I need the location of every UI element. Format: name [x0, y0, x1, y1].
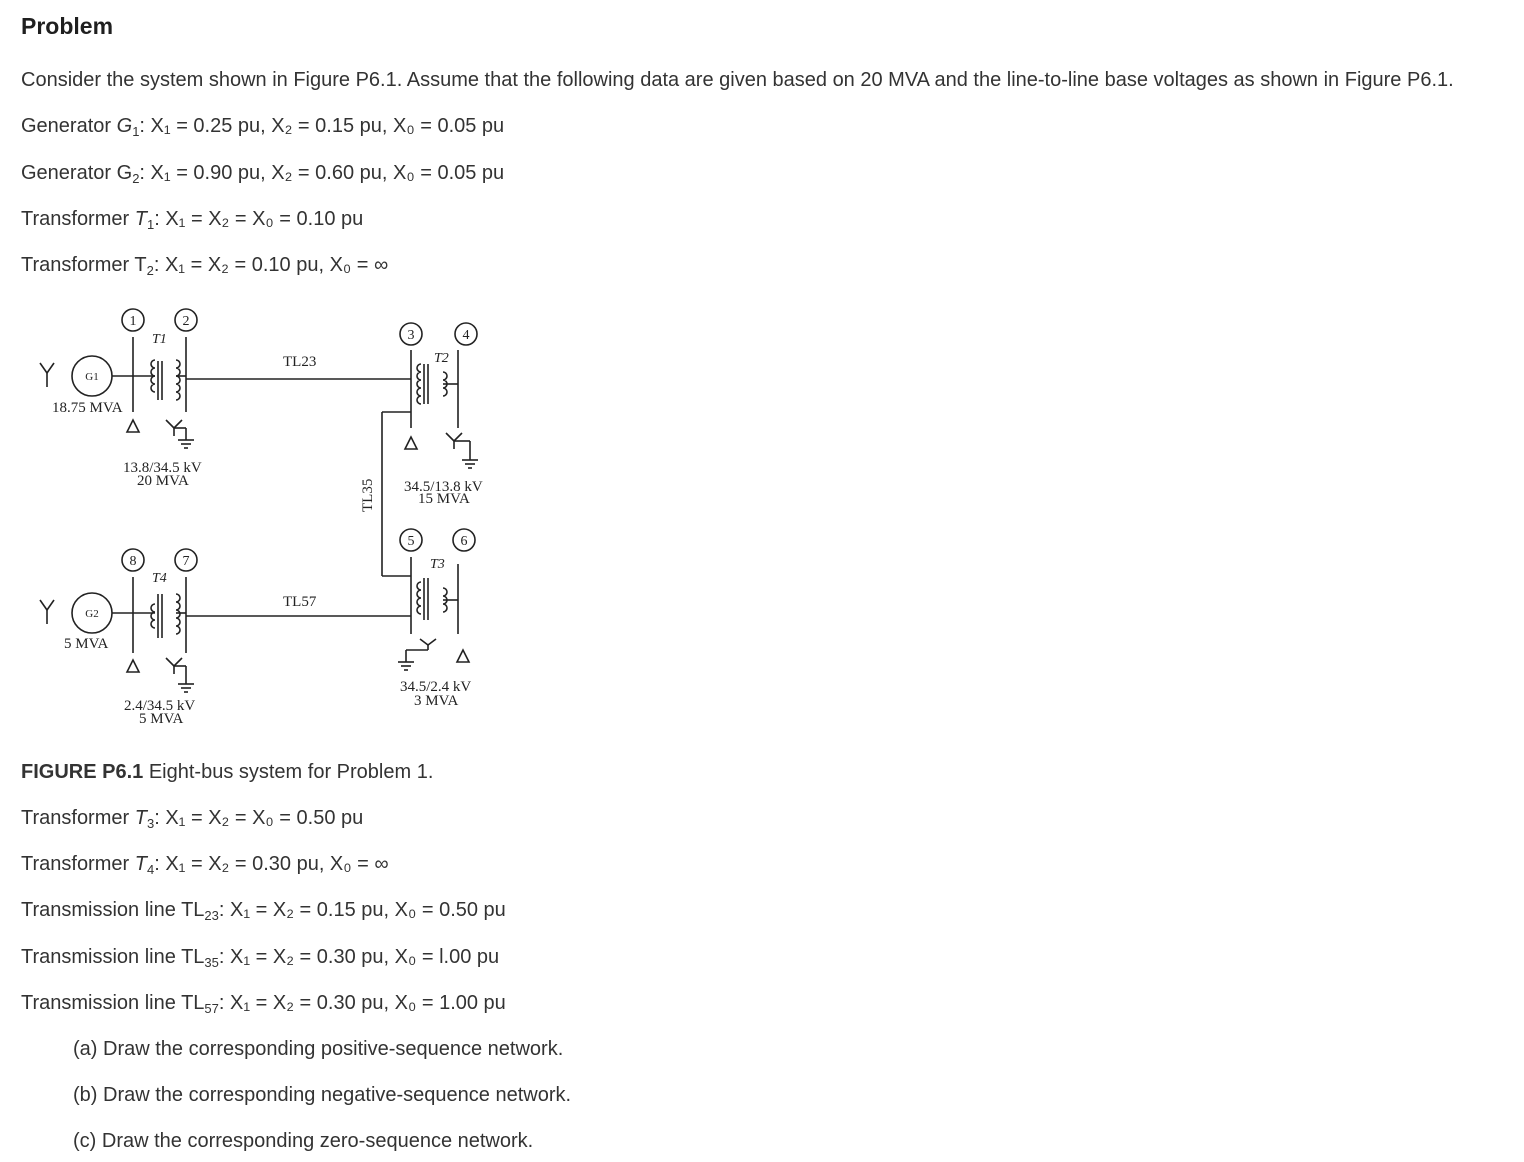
question-c: (c) Draw the corresponding zero-sequence… — [73, 1130, 534, 1152]
t1-voltage: 13.8/34.5 kV — [123, 460, 202, 476]
t3-label: T3 — [430, 557, 445, 572]
bus-2-label: 2 — [183, 314, 190, 329]
bus-4-label: 4 — [463, 328, 470, 343]
transformer-t1-spec: Transformer T1: X₁ = X₂ = X₀ = 0.10 pu — [21, 208, 364, 232]
t1-label: T1 — [152, 332, 167, 347]
generator-g1-symbol-label: G1 — [85, 371, 98, 383]
t4-label: T4 — [152, 571, 167, 586]
question-b: (b) Draw the corresponding negative-sequ… — [73, 1084, 572, 1106]
line-tl23-spec: Transmission line TL23: X₁ = X₂ = 0.15 p… — [21, 899, 506, 923]
line-tl57-label: TL57 — [283, 594, 317, 610]
t4-voltage: 2.4/34.5 kV — [124, 698, 195, 714]
transformer-t3-spec: Transformer T3: X₁ = X₂ = X₀ = 0.50 pu — [21, 807, 364, 831]
bus-6-label: 6 — [461, 534, 468, 549]
generator-g2-spec: Generator G2: X₁ = 0.90 pu, X₂ = 0.60 pu… — [21, 162, 505, 186]
eight-bus-system-diagram: 1 2 3 4 5 6 7 8 G1 G2 18.75 MVA 5 MVA 13… — [39, 308, 483, 727]
t2-voltage: 34.5/13.8 kV — [404, 479, 483, 495]
bus-7-label: 7 — [183, 554, 190, 569]
t2-label: T2 — [434, 351, 449, 366]
bus-5-label: 5 — [408, 534, 415, 549]
bus-3-label: 3 — [408, 328, 415, 343]
line-tl35-spec: Transmission line TL35: X₁ = X₂ = 0.30 p… — [21, 946, 500, 970]
question-a: (a) Draw the corresponding positive-sequ… — [73, 1038, 564, 1060]
line-tl35-label: TL35 — [360, 479, 376, 512]
bus-8-label: 8 — [130, 554, 137, 569]
problem-heading: Problem — [21, 13, 114, 39]
t1-rating: 20 MVA — [137, 473, 189, 489]
t2-rating: 15 MVA — [418, 491, 470, 507]
g1-rating: 18.75 MVA — [52, 400, 123, 416]
line-tl57-spec: Transmission line TL57: X₁ = X₂ = 0.30 p… — [21, 992, 506, 1016]
generator-g2-symbol-label: G2 — [85, 608, 98, 620]
t3-voltage: 34.5/2.4 kV — [400, 679, 471, 695]
g2-rating: 5 MVA — [64, 636, 108, 652]
t4-rating: 5 MVA — [139, 711, 183, 727]
t3-rating: 3 MVA — [414, 693, 458, 709]
figure-caption: FIGURE P6.1 Eight-bus system for Problem… — [21, 761, 434, 783]
line-tl23-label: TL23 — [283, 354, 316, 370]
intro-text: Consider the system shown in Figure P6.1… — [21, 69, 1454, 91]
bus-1-label: 1 — [130, 314, 137, 329]
generator-g1-spec: Generator G1: X₁ = 0.25 pu, X₂ = 0.15 pu… — [21, 115, 505, 139]
transformer-t4-spec: Transformer T4: X₁ = X₂ = 0.30 pu, X₀ = … — [21, 853, 389, 877]
transformer-t2-spec: Transformer T2: X₁ = X₂ = 0.10 pu, X₀ = … — [21, 254, 389, 278]
